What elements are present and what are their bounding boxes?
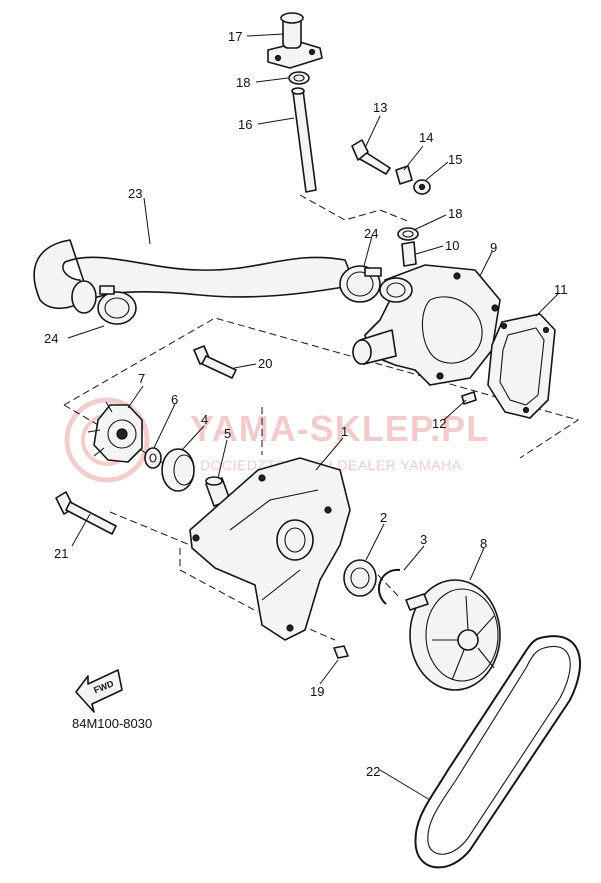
callout-numbers: 17 18 16 13 14 15 18 10 24 9 11 12 23 24… xyxy=(44,29,568,779)
part-13-bolt xyxy=(351,139,391,175)
callout-16: 16 xyxy=(238,117,252,132)
callout-5: 5 xyxy=(224,426,231,441)
callout-12: 12 xyxy=(432,416,446,431)
part-15-ring xyxy=(413,179,431,195)
part-24-clamp-right xyxy=(339,265,382,303)
part-18-clip-lower xyxy=(397,227,419,241)
part-1-pump-cover xyxy=(189,457,351,641)
part-24-clamp-left xyxy=(97,285,137,325)
callout-14: 14 xyxy=(419,130,433,145)
callout-18-top: 18 xyxy=(236,75,250,90)
part-3-circlip xyxy=(378,568,401,605)
callout-19: 19 xyxy=(310,684,324,699)
callout-7: 7 xyxy=(138,371,145,386)
part-22-drive-belt xyxy=(414,635,581,869)
watermark-logo-ring xyxy=(64,397,150,483)
part-18-clip-top xyxy=(288,71,310,85)
callout-18-lower: 18 xyxy=(448,206,462,221)
callout-23: 23 xyxy=(128,186,142,201)
part-14-washer xyxy=(395,165,413,185)
callout-15: 15 xyxy=(448,152,462,167)
part-19-pin xyxy=(333,645,349,659)
callout-13: 13 xyxy=(373,100,387,115)
part-2-bearing xyxy=(343,559,377,597)
callout-8: 8 xyxy=(480,536,487,551)
fwd-arrow: FWD xyxy=(75,669,123,713)
callout-6: 6 xyxy=(171,392,178,407)
part-7-impeller xyxy=(87,401,143,463)
callout-4: 4 xyxy=(201,412,208,427)
callout-10: 10 xyxy=(445,238,459,253)
callout-3: 3 xyxy=(420,532,427,547)
callout-1: 1 xyxy=(341,424,348,439)
part-17-thermo-cap xyxy=(267,12,323,69)
callout-20: 20 xyxy=(258,356,272,371)
part-20-bolt xyxy=(193,345,237,379)
callout-24-left: 24 xyxy=(44,331,58,346)
callout-17: 17 xyxy=(228,29,242,44)
callout-22: 22 xyxy=(366,764,380,779)
part-23-long-hose xyxy=(33,239,356,314)
part-8-pulley xyxy=(405,579,501,691)
leader-lines xyxy=(67,33,559,801)
part-6-washer xyxy=(144,447,162,469)
figure-code: 84M100-8030 xyxy=(72,716,152,731)
part-9-pump-housing xyxy=(352,264,501,386)
callout-2: 2 xyxy=(380,510,387,525)
callout-11: 11 xyxy=(554,282,568,297)
part-16-hose xyxy=(291,87,317,193)
callout-21: 21 xyxy=(54,546,68,561)
part-11-gasket xyxy=(487,313,556,419)
callout-24-right: 24 xyxy=(364,226,378,241)
callout-9: 9 xyxy=(490,240,497,255)
part-4-seal xyxy=(161,448,195,492)
part-21-long-bolt xyxy=(55,491,117,535)
part-10-pipe xyxy=(401,241,417,267)
